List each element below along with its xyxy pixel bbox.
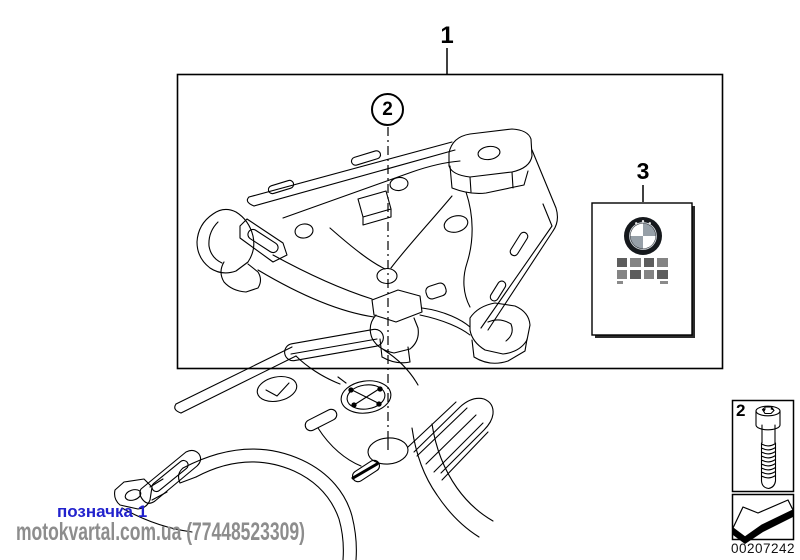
allen-bolt-icon bbox=[755, 405, 781, 490]
booklet-text-blocks bbox=[617, 258, 668, 284]
part-frame-box bbox=[176, 73, 724, 370]
instruction-booklet bbox=[591, 202, 695, 338]
adapter-plate-drawing bbox=[196, 128, 559, 364]
hardware-box-label: 2 bbox=[736, 401, 746, 420]
hardware-panel bbox=[731, 399, 795, 544]
callout-label-1: 1 bbox=[440, 22, 454, 49]
watermark-note-text: позначка 1 bbox=[57, 502, 148, 521]
bmw-roundel-icon bbox=[624, 217, 662, 255]
diagram-document-number: 00207242 bbox=[730, 541, 796, 556]
watermark-site-text: motokvartal.com.ua (77448523309) bbox=[16, 518, 305, 546]
callout-label-2-circled: 2 bbox=[371, 93, 404, 126]
bike-tail-drawing bbox=[114, 328, 494, 560]
install-arrow-icon bbox=[732, 499, 794, 544]
callout-label-3: 3 bbox=[636, 158, 650, 184]
